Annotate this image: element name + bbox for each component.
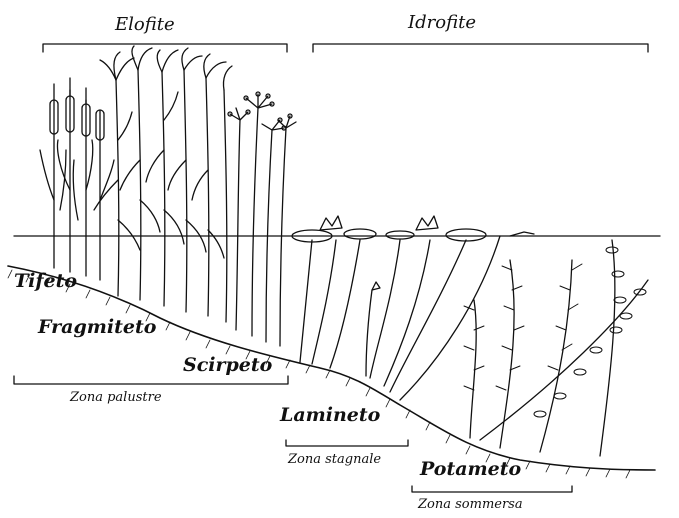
bulrush-plants	[228, 92, 296, 346]
sommersa-bracket	[412, 486, 572, 492]
sediment-hatching	[8, 270, 630, 478]
reed-plants	[94, 46, 232, 322]
zona-palustre-label: Zona palustre	[70, 390, 162, 405]
elofite-label: Elofite	[115, 14, 175, 35]
elofite-bracket	[43, 44, 287, 52]
pondweed-plants	[464, 240, 648, 456]
lake-bottom-profile	[8, 266, 655, 470]
water-lily-plants	[292, 216, 534, 400]
idrofite-bracket	[313, 44, 648, 52]
tifeto-label: Tifeto	[14, 270, 77, 292]
zona-sommersa-label: Zona sommersa	[418, 497, 523, 512]
idrofite-label: Idrofite	[408, 12, 476, 33]
scirpeto-label: Scirpeto	[183, 354, 272, 376]
stagnale-bracket	[286, 440, 408, 446]
palustre-bracket	[14, 376, 288, 384]
cattail-plants	[40, 78, 114, 280]
lamineto-label: Lamineto	[280, 404, 380, 426]
zona-stagnale-label: Zona stagnale	[288, 452, 381, 467]
potameto-label: Potameto	[420, 458, 521, 480]
fragmiteto-label: Fragmiteto	[38, 316, 156, 338]
